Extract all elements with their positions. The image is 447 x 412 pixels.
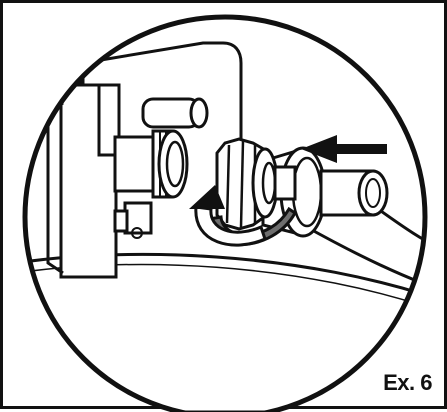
- pipe-elbow: [141, 97, 209, 129]
- rotate-arrow-icon: [189, 185, 297, 247]
- coupling-nut: [215, 137, 297, 231]
- magnifier-circle: [22, 14, 428, 412]
- threaded-outlet: [113, 129, 189, 199]
- example-label: Ex. 6: [383, 370, 432, 395]
- magnified-detail: [25, 33, 425, 412]
- push-arrow-icon: [301, 135, 387, 163]
- valve-connection-illustration: [22, 14, 428, 412]
